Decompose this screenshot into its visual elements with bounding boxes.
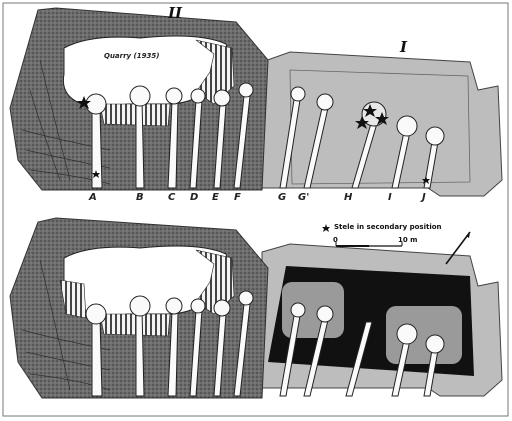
letter-d: D (190, 192, 199, 203)
letter-f: F (234, 192, 241, 203)
letter-a: A (89, 192, 97, 203)
top-plan (9, 7, 503, 197)
scale-end: 10 m (398, 236, 418, 244)
passage-tombs-bottom (85, 290, 445, 397)
legend-text: Stele in secondary position (334, 223, 442, 231)
figure-border (2, 2, 509, 417)
bottom-plan (9, 217, 503, 399)
north-arrow-icon (445, 231, 471, 265)
letter-g-prime: G' (298, 192, 310, 203)
letter-g: G (278, 192, 287, 203)
letter-c: C (168, 192, 176, 203)
scale-start: 0 (333, 236, 338, 244)
scale-bar (335, 242, 403, 247)
zone-ii-label: II (168, 4, 183, 22)
stele-star-icon (77, 96, 430, 184)
legend-star-icon (322, 224, 330, 232)
zone-i-label: I (400, 38, 408, 56)
terrace-zone-i (261, 51, 503, 197)
letter-i: I (388, 192, 392, 203)
letter-j: J (422, 192, 426, 203)
letter-h: H (344, 192, 353, 203)
letter-e: E (212, 192, 219, 203)
passage-tombs-top (85, 82, 445, 189)
letter-b: B (136, 192, 144, 203)
quarry-label: Quarry (1935) (104, 52, 160, 60)
